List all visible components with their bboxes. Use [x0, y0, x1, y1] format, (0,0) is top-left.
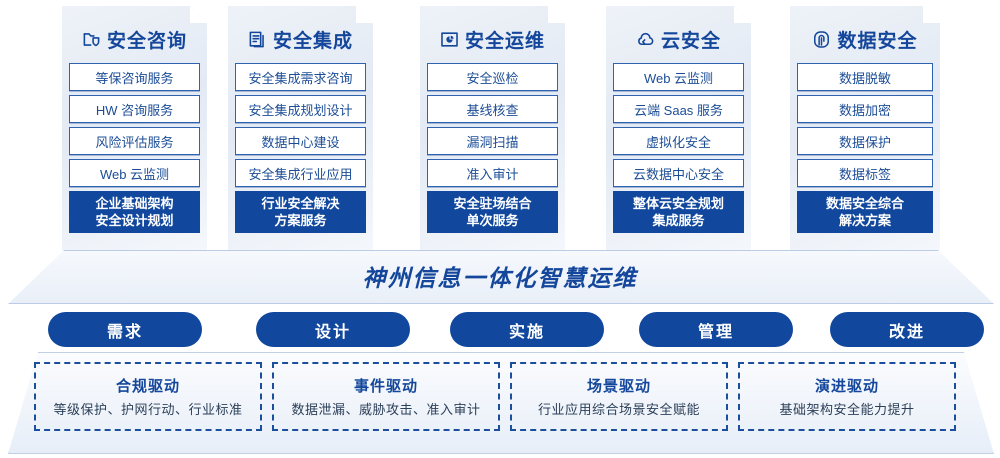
footer-line-1: 企业基础架构 [95, 196, 174, 211]
footer-line-2: 安全设计规划 [95, 213, 174, 228]
footer-line-1: 行业安全解决 [261, 196, 340, 211]
driver-card[interactable]: 合规驱动等级保护、护网行动、行业标准 [34, 362, 262, 431]
capability-card[interactable]: 安全集成安全集成需求咨询安全集成规划设计数据中心建设安全集成行业应用行业安全解决… [228, 6, 373, 250]
service-item[interactable]: 安全集成需求咨询 [235, 63, 366, 91]
driver-title: 场景驱动 [586, 378, 651, 395]
platform-banner-shape [8, 250, 994, 304]
card-solution-footer[interactable]: 整体云安全规划集成服务 [613, 191, 744, 233]
service-item[interactable]: Web 云监测 [613, 63, 744, 91]
service-list: 安全巡检基线核查漏洞扫描准入审计安全驻场结合单次服务 [427, 63, 558, 233]
platform-banner: 神州信息一体化智慧运维 [8, 250, 992, 302]
driver-card[interactable]: 演进驱动基础架构安全能力提升 [738, 362, 956, 431]
chart-box-icon [440, 30, 459, 49]
driver-description: 行业应用综合场景安全赋能 [537, 402, 700, 417]
driver-description: 基础架构安全能力提升 [779, 402, 915, 417]
lifecycle-pill[interactable]: 改进 [830, 312, 984, 347]
driver-description: 等级保护、护网行动、行业标准 [53, 402, 243, 417]
driver-card[interactable]: 场景驱动行业应用综合场景安全赋能 [510, 362, 728, 431]
card-solution-footer[interactable]: 企业基础架构安全设计规划 [69, 191, 200, 233]
service-item[interactable]: 数据标签 [797, 159, 933, 187]
service-list: Web 云监测云端 Saas 服务虚拟化安全云数据中心安全整体云安全规划集成服务 [613, 63, 744, 233]
card-title: 安全运维 [464, 30, 545, 52]
footer-line-2: 单次服务 [466, 213, 519, 228]
service-item[interactable]: 等保咨询服务 [69, 63, 200, 91]
card-title: 数据安全 [837, 30, 918, 52]
footer-line-2: 集成服务 [652, 213, 705, 228]
documents-stack-icon [248, 30, 267, 49]
card-title: 安全咨询 [106, 30, 187, 52]
driver-card[interactable]: 事件驱动数据泄漏、威胁攻击、准入审计 [272, 362, 500, 431]
service-item[interactable]: HW 咨询服务 [69, 95, 200, 123]
fingerprint-icon [812, 30, 831, 49]
service-item[interactable]: 准入审计 [427, 159, 558, 187]
driver-description: 数据泄漏、威胁攻击、准入审计 [291, 402, 481, 417]
footer-line-1: 整体云安全规划 [632, 196, 724, 211]
card-solution-footer[interactable]: 行业安全解决方案服务 [235, 191, 366, 233]
card-header: 云安全 [606, 24, 751, 54]
service-item[interactable]: 漏洞扫描 [427, 127, 558, 155]
footer-line-2: 方案服务 [274, 213, 327, 228]
drivers-row: 合规驱动等级保护、护网行动、行业标准事件驱动数据泄漏、威胁攻击、准入审计场景驱动… [0, 352, 1000, 452]
card-header: 数据安全 [790, 24, 940, 54]
service-item[interactable]: 数据加密 [797, 95, 933, 123]
service-item[interactable]: 安全集成行业应用 [235, 159, 366, 187]
service-item[interactable]: 数据脱敏 [797, 63, 933, 91]
capability-card[interactable]: 安全咨询等保咨询服务 HW 咨询服务风险评估服务 Web 云监测企业基础架构安全设计… [62, 6, 207, 250]
lifecycle-pill[interactable]: 需求 [48, 312, 202, 347]
card-solution-footer[interactable]: 数据安全综合解决方案 [797, 191, 933, 233]
card-solution-footer[interactable]: 安全驻场结合单次服务 [427, 191, 558, 233]
service-item[interactable]: 数据保护 [797, 127, 933, 155]
driver-title: 合规驱动 [115, 378, 180, 395]
service-list: 数据脱敏数据加密数据保护数据标签数据安全综合解决方案 [797, 63, 933, 233]
service-item[interactable]: 云数据中心安全 [613, 159, 744, 187]
lifecycle-pills-row: 需求 设计 实施管理 改进 [0, 312, 1000, 347]
capability-card[interactable]: 安全运维安全巡检基线核查漏洞扫描准入审计安全驻场结合单次服务 [420, 6, 565, 250]
service-list: 等保咨询服务 HW 咨询服务风险评估服务 Web 云监测企业基础架构安全设计规划 [69, 63, 200, 233]
driver-title: 演进驱动 [814, 378, 879, 395]
cloud-icon [636, 30, 655, 49]
service-item[interactable]: Web 云监测 [69, 159, 200, 187]
service-item[interactable]: 数据中心建设 [235, 127, 366, 155]
lifecycle-pill[interactable]: 管理 [639, 312, 793, 347]
capability-card[interactable]: 数据安全数据脱敏数据加密数据保护数据标签数据安全综合解决方案 [790, 6, 940, 250]
service-item[interactable]: 安全集成规划设计 [235, 95, 366, 123]
footer-line-1: 数据安全综合 [825, 196, 904, 211]
card-header: 安全集成 [228, 24, 373, 54]
service-item[interactable]: 安全巡检 [427, 63, 558, 91]
driver-title: 事件驱动 [353, 378, 418, 395]
folder-shield-icon [82, 30, 101, 49]
service-item[interactable]: 虚拟化安全 [613, 127, 744, 155]
card-header: 安全运维 [420, 24, 565, 54]
service-item[interactable]: 风险评估服务 [69, 127, 200, 155]
card-title: 云安全 [660, 30, 721, 52]
lifecycle-pill[interactable]: 设计 [256, 312, 410, 347]
platform-banner-text: 神州信息一体化智慧运维 [362, 265, 638, 291]
footer-line-2: 解决方案 [838, 213, 891, 228]
lifecycle-pill[interactable]: 实施 [450, 312, 604, 347]
card-header: 安全咨询 [62, 24, 207, 54]
capability-cards-row: 安全咨询等保咨询服务 HW 咨询服务风险评估服务 Web 云监测企业基础架构安全设计… [0, 0, 1000, 256]
capability-card[interactable]: 云安全 Web 云监测云端 Saas 服务虚拟化安全云数据中心安全整体云安全规划集… [606, 6, 751, 250]
service-list: 安全集成需求咨询安全集成规划设计数据中心建设安全集成行业应用行业安全解决方案服务 [235, 63, 366, 233]
service-item[interactable]: 基线核查 [427, 95, 558, 123]
service-item[interactable]: 云端 Saas 服务 [613, 95, 744, 123]
footer-line-1: 安全驻场结合 [453, 196, 532, 211]
card-title: 安全集成 [272, 30, 353, 52]
